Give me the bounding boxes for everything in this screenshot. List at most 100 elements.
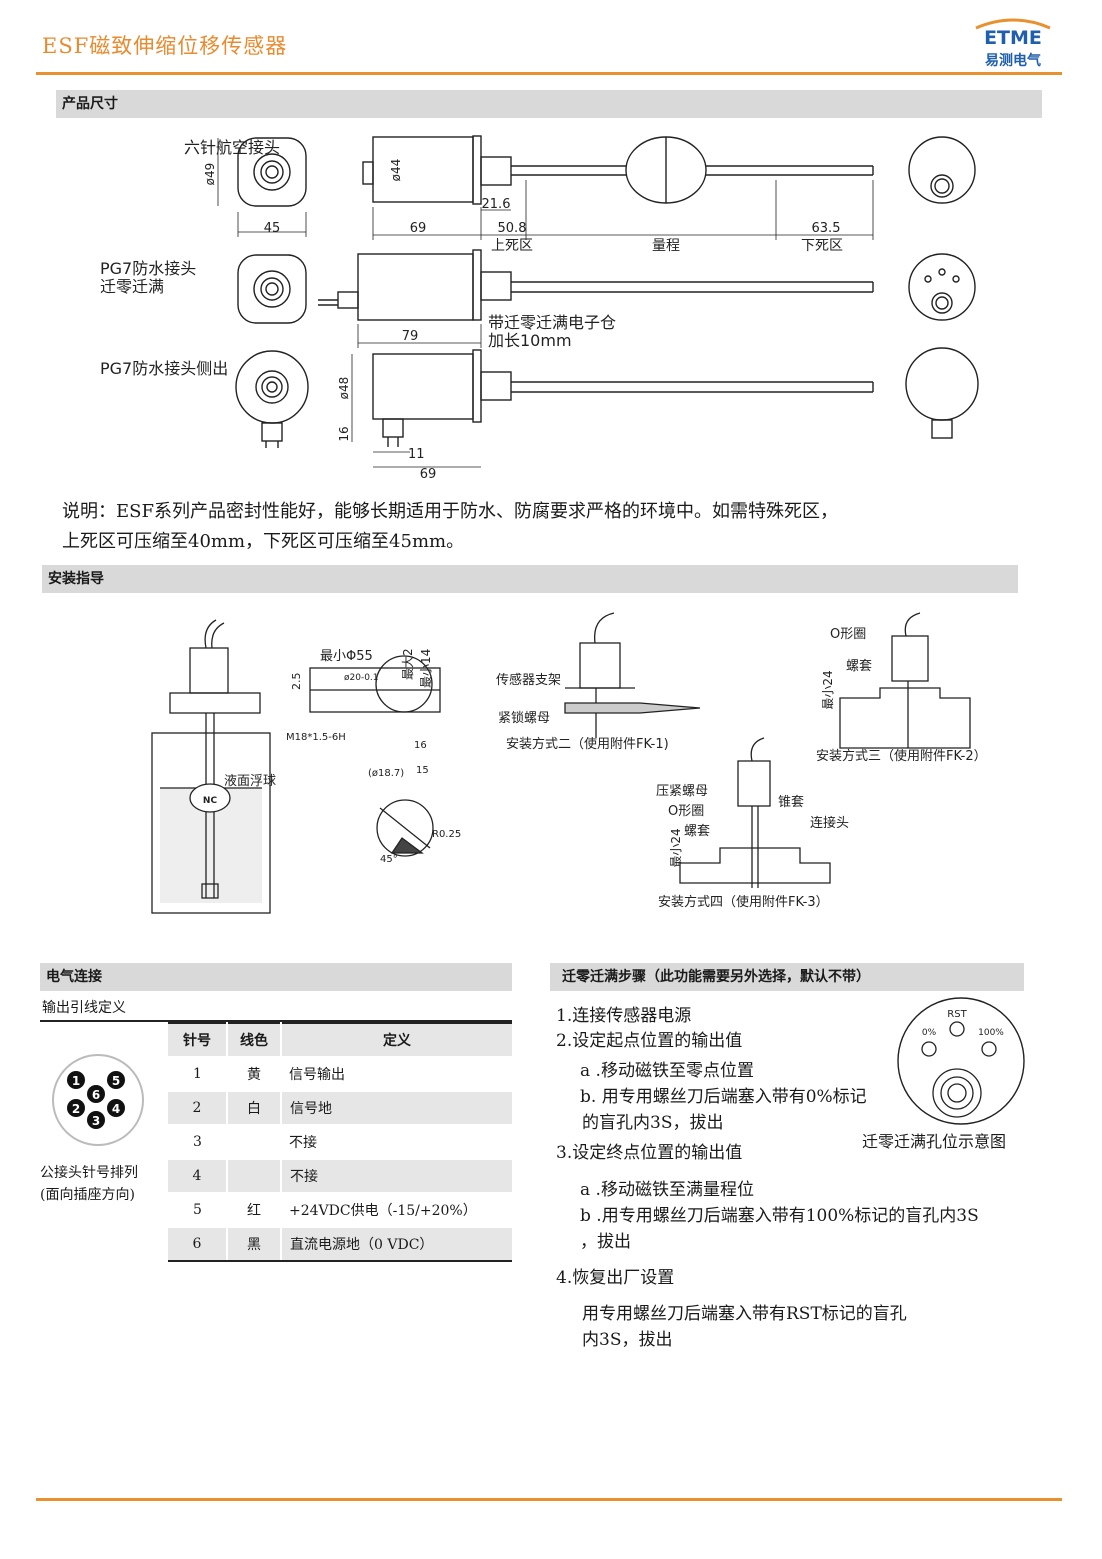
thread-label: M18*1.5-6H	[286, 732, 346, 743]
section-electrical-title: 电气连接	[40, 963, 512, 991]
hole-rst	[949, 1021, 965, 1037]
m2-caption: 安装方式二（使用附件FK-1)	[506, 736, 669, 752]
dim-18-7: (ø18.7)	[368, 768, 404, 779]
pin-table: 针号 线色 定义 1 黄 信号输出 2 白 信号地 3 不接 4 不接 5 红 …	[168, 1022, 512, 1262]
depth-min14: 最小14	[419, 649, 433, 688]
color-cell: 黄	[227, 1057, 281, 1092]
note-line-2: 上死区可压缩至40mm，下死区可压缩至45mm。	[62, 531, 465, 552]
color-cell: 红	[227, 1193, 281, 1228]
step-3b-cont: ，拔出	[580, 1232, 631, 1252]
row1-diameter: ø49	[203, 163, 217, 186]
th-definition: 定义	[281, 1022, 512, 1058]
color-cell	[227, 1125, 281, 1160]
note-line-1: 说明：ESF系列产品密封性能好，能够长期适用于防水、防腐要求严格的环境中。如需特…	[62, 501, 838, 522]
electrical-subtitle: 输出引线定义	[42, 1000, 126, 1016]
row1-name: 六针航空接头	[184, 138, 280, 157]
hole-diagram: RST 0% 100%	[897, 997, 1025, 1125]
table-row: 1 黄 信号输出	[168, 1057, 512, 1092]
m4-oring: O形圈	[668, 804, 704, 819]
pin-4: 4	[112, 1102, 120, 1116]
definition-cell: 信号输出	[281, 1057, 512, 1092]
pin-3: 3	[92, 1114, 100, 1128]
m2-bracket: 传感器支架	[496, 672, 561, 688]
dimensions-note: 说明：ESF系列产品密封性能好，能够长期适用于防水、防腐要求严格的环境中。如需特…	[62, 497, 1042, 557]
dim-2-5: 2.5	[290, 673, 303, 691]
min-dia-label: 最小Φ55	[320, 649, 373, 664]
m2-nut: 紧锁螺母	[498, 710, 550, 726]
connector-pin-diagram: 1 6 5 2 4 3	[52, 1054, 144, 1146]
dim-20: ø20-0.1	[344, 673, 379, 683]
th-color: 线色	[227, 1022, 282, 1058]
dimension-drawing: 六针航空接头 ø49 45 ø44 69 21.6 50.8 上死区 量程 63…	[100, 135, 979, 482]
m4-press-nut: 压紧螺母	[656, 784, 708, 799]
row2-body-length: 79	[402, 329, 419, 344]
m3-min24: 最小24	[821, 670, 835, 709]
m4-cone: 锥套	[778, 794, 804, 810]
row1-upper-dead-label: 上死区	[491, 238, 533, 254]
connector-caption-2: (面向插座方向)	[40, 1187, 135, 1203]
hole-0-label: 0%	[922, 1028, 937, 1038]
step-2: 2.设定起点位置的输出值	[556, 1031, 743, 1051]
step-2b-cont: 的盲孔内3S，拔出	[582, 1113, 724, 1133]
pin-5: 5	[112, 1074, 120, 1088]
dim-16: 16	[414, 740, 427, 751]
step-4a: 用专用螺丝刀后端塞入带有RST标记的盲孔	[582, 1304, 907, 1324]
definition-cell: +24VDC供电（-15/+20%）	[281, 1193, 512, 1228]
subtitle-rule	[40, 1020, 512, 1022]
hole-0	[921, 1041, 937, 1057]
row3-name: PG7防水接头侧出	[100, 359, 228, 378]
pin-table-header: 针号 线色 定义	[168, 1022, 512, 1058]
depth-max2: 最大2	[401, 648, 415, 680]
row3-diameter: ø48	[337, 377, 351, 400]
hole-rst-label: RST	[947, 1009, 967, 1020]
dim-45: 45°	[380, 854, 398, 865]
install-drawing: 液面浮球 NC 最小Φ55 最大2 最小14 2.5 ø20-0.1 M18*1…	[151, 612, 987, 914]
footer-divider	[36, 1498, 1062, 1501]
color-cell	[227, 1159, 282, 1194]
pin-cell: 6	[168, 1227, 228, 1262]
row1-lower-dead-label: 下死区	[801, 238, 843, 254]
row2-name: PG7防水接头	[100, 259, 196, 278]
step-3a: a .移动磁铁至满量程位	[580, 1180, 754, 1200]
pin-6: 6	[92, 1088, 100, 1102]
m3-oring: O形圈	[830, 627, 866, 642]
step-2a: a .移动磁铁至零点位置	[580, 1061, 754, 1081]
row1-lower-dead: 63.5	[812, 221, 841, 236]
pin-cell: 5	[168, 1193, 227, 1228]
definition-cell: 不接	[281, 1125, 512, 1160]
row1-fitting: 21.6	[482, 197, 511, 212]
page-title: ESF磁致伸缩位移传感器	[42, 34, 288, 58]
step-4: 4.恢复出厂设置	[556, 1268, 675, 1288]
table-row: 5 红 +24VDC供电（-15/+20%）	[168, 1193, 512, 1228]
pin-1: 1	[72, 1074, 80, 1088]
row1-upper-dead: 50.8	[498, 221, 527, 236]
row2-note1: 带迁零迁满电子仓	[488, 313, 616, 332]
row2-name2: 迁零迁满	[100, 277, 164, 296]
pin-cell: 2	[168, 1091, 228, 1126]
step-4a-cont: 内3S，拔出	[582, 1330, 673, 1350]
dim-15: 15	[416, 765, 429, 776]
color-cell: 黑	[227, 1227, 282, 1262]
row1-range-label: 量程	[652, 238, 680, 254]
row3-offset: 16	[337, 426, 351, 441]
pin-cell: 4	[168, 1159, 228, 1194]
definition-cell: 信号地	[281, 1091, 512, 1126]
row3-gland: 11	[408, 447, 425, 462]
m4-sleeve: 螺套	[684, 823, 710, 839]
definition-cell: 直流电源地（0 VDC）	[281, 1227, 512, 1262]
m4-caption: 安装方式四（使用附件FK-3）	[658, 894, 829, 910]
table-row: 4 不接	[168, 1159, 512, 1194]
section-install-title: 安装指导	[42, 565, 1018, 593]
float-mark: NC	[203, 796, 218, 806]
row1-body-diameter: ø44	[389, 159, 403, 182]
logo-text: ETME	[984, 27, 1042, 49]
connector-caption-1: 公接头针号排列	[40, 1165, 138, 1181]
table-row: 6 黑 直流电源地（0 VDC）	[168, 1227, 512, 1262]
color-cell: 白	[227, 1091, 282, 1126]
th-pin: 针号	[168, 1022, 228, 1058]
m4-min24: 最小24	[669, 828, 683, 867]
row1-width: 45	[264, 221, 281, 236]
hole-100	[981, 1041, 997, 1057]
dim-r: R0.25	[432, 829, 461, 840]
pin-cell: 3	[168, 1125, 227, 1160]
